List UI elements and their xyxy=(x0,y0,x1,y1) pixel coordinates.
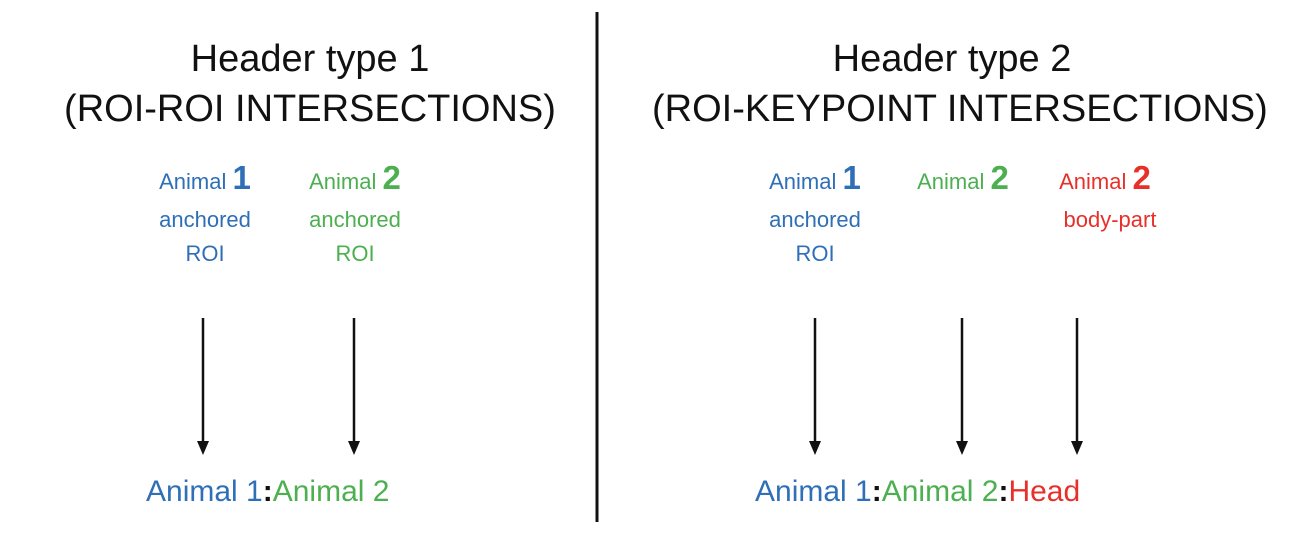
left-animal2-word: Animal xyxy=(309,169,377,194)
right-arrowhead-animal2 xyxy=(956,441,968,455)
left-result-sep1: : xyxy=(262,475,273,508)
right-result-part2: Animal 2 xyxy=(881,475,999,508)
right-arrowhead-animal1 xyxy=(809,441,821,455)
right-animal2-word: Animal xyxy=(917,169,985,194)
right-animal1-label: Animal 1 xyxy=(740,160,890,200)
left-result: Animal 1:Animal 2 xyxy=(146,472,389,512)
left-result-part1: Animal 1 xyxy=(146,475,263,508)
right-arrowhead-bodypart xyxy=(1071,441,1083,455)
left-title-line1: Header type 1 xyxy=(190,38,430,80)
right-animal3-desc1: body-part xyxy=(1063,207,1157,232)
left-animal2-number: 2 xyxy=(382,159,401,196)
right-result-part1: Animal 1 xyxy=(755,475,872,508)
right-animal1-word: Animal xyxy=(769,169,837,194)
left-result-part2: Animal 2 xyxy=(272,475,390,508)
left-title-line2: (ROI-ROI INTERSECTIONS) xyxy=(64,88,556,130)
right-animal3-word: Animal xyxy=(1059,169,1127,194)
right-result: Animal 1:Animal 2:Head xyxy=(755,472,1080,512)
right-animal3-number: 2 xyxy=(1132,159,1151,196)
left-animal2-desc2: ROI xyxy=(335,241,375,266)
right-animal1-number: 1 xyxy=(842,159,861,196)
right-animal2-label: Animal 2 xyxy=(888,160,1038,200)
left-animal1-label: Animal 1 xyxy=(130,160,280,200)
right-animal3-label: Animal 2 xyxy=(1030,160,1180,200)
left-animal2-desc1: anchored xyxy=(309,207,401,232)
right-animal1-desc1: anchored xyxy=(769,207,861,232)
left-animal1-number: 1 xyxy=(232,159,251,196)
left-animal1-desc1: anchored xyxy=(159,207,251,232)
right-result-part3: Head xyxy=(1008,475,1081,508)
right-result-sep1: : xyxy=(871,475,882,508)
left-arrowhead-animal2 xyxy=(348,441,360,455)
right-animal2-number: 2 xyxy=(990,159,1009,196)
right-title-line2: (ROI-KEYPOINT INTERSECTIONS) xyxy=(652,88,1268,130)
right-result-sep2: : xyxy=(998,475,1009,508)
right-title-line1: Header type 2 xyxy=(832,38,1072,80)
left-animal1-desc2: ROI xyxy=(185,241,225,266)
right-animal1-desc2: ROI xyxy=(795,241,835,266)
left-arrowhead-animal1 xyxy=(197,441,209,455)
left-animal2-label: Animal 2 xyxy=(280,160,430,200)
left-animal1-word: Animal xyxy=(159,169,227,194)
